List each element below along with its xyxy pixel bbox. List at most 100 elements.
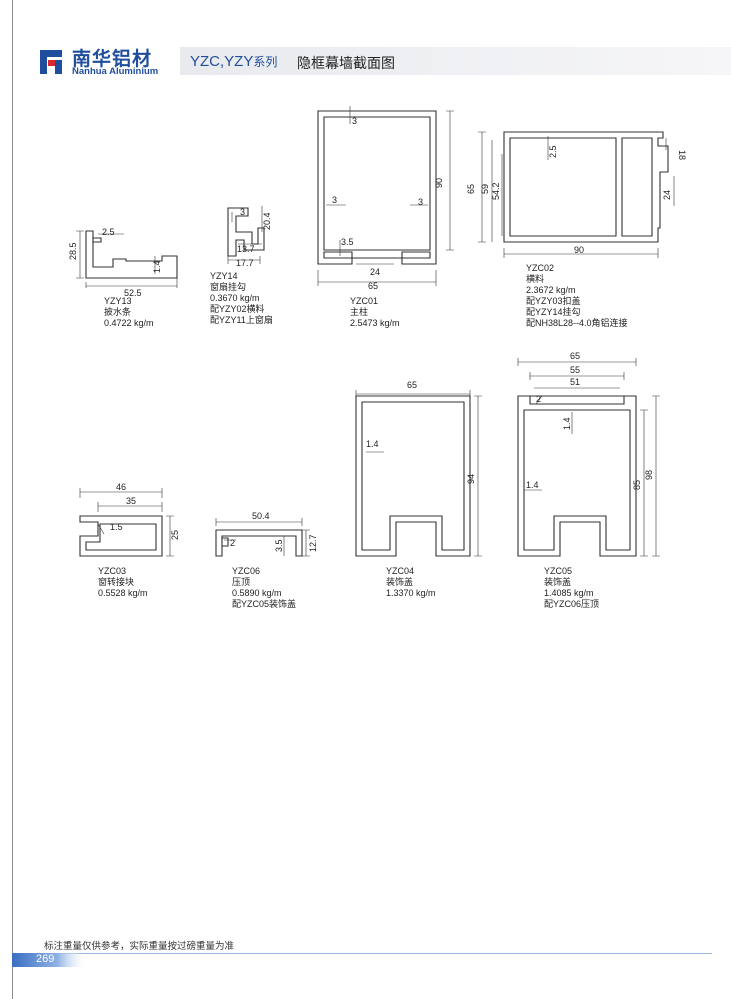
dim-yzc05-e: 1.4 — [562, 417, 572, 430]
dim-yzc02-f: 24 — [662, 190, 672, 200]
caption-yzc02: YZC02 横料 2.3672 kg/m 配YZY03扣盖 配YZY14挂勾 配… — [526, 263, 628, 329]
dim-yzc02-g: 90 — [574, 245, 584, 255]
brand-name-cn: 南华铝材 — [72, 49, 153, 70]
series-suffix: 系列 — [253, 55, 278, 69]
profile-weight: 0.4722 kg/m — [104, 318, 154, 328]
profile-note: 配YZY11上窗扇 — [210, 315, 273, 325]
dim-yzc02-e: 54.2 — [491, 182, 501, 200]
dim-yzc01-c: 3 — [332, 195, 337, 205]
profile-yzy13: 2.5 28.5 1.4 52.5 — [68, 227, 178, 298]
dim-yzc02-b: 18 — [677, 150, 687, 160]
profile-name: 窗转接块 — [98, 577, 135, 587]
profile-code: YZY14 — [210, 271, 238, 281]
dim-yzc06-a: 50.4 — [252, 511, 270, 521]
profile-yzc02: 2.5 18 65 59 54.2 24 90 — [466, 131, 687, 258]
profile-yzy14: 3 20.4 13.7 17.7 — [227, 206, 272, 268]
dim-yzc02-d: 59 — [480, 184, 490, 194]
footer-bar — [12, 953, 712, 967]
profile-code: YZC04 — [386, 566, 415, 576]
profile-name: 主柱 — [350, 307, 369, 317]
dim-yzc04-b: 1.4 — [366, 439, 379, 449]
profile-code: YZC05 — [544, 566, 573, 576]
series-label: YZC,YZY系列 — [190, 53, 277, 70]
profile-weight: 2.3672 kg/m — [526, 285, 576, 295]
dim-yzc01-d: 3 — [418, 197, 423, 207]
dim-yzc02-a: 2.5 — [548, 145, 558, 158]
caption-yzc05: YZC05 装饰盖 1.4085 kg/m 配YZC06压顶 — [544, 566, 599, 610]
page-number: 269 — [36, 953, 55, 965]
nanhua-logo-icon — [40, 50, 62, 74]
dim-yzy13-c: 1.4 — [152, 260, 162, 273]
profile-yzc03: 46 35 1.5 25 — [79, 482, 180, 557]
dim-yzc01-f: 24 — [370, 267, 380, 277]
profile-note: 配YZY14挂勾 — [526, 307, 581, 317]
dim-yzc01-g: 65 — [368, 281, 378, 291]
page-title: 隐框幕墙截面图 — [297, 55, 395, 71]
profile-note: 配NH38L28--4.0角铝连接 — [526, 318, 628, 328]
dim-yzc05-b: 55 — [570, 365, 580, 375]
profile-code: YZY13 — [104, 296, 132, 306]
caption-yzc03: YZC03 窗转接块 0.5528 kg/m — [98, 566, 148, 599]
profile-yzc01: 3 90 3 3 3.5 24 65 — [317, 106, 454, 291]
profile-yzc04: 65 1.4 94 — [355, 380, 482, 557]
profile-code: YZC01 — [350, 296, 379, 306]
header-band — [180, 47, 731, 75]
page-header: 南华铝材 Nanhua Aluminium YZC,YZY系列 隐框幕墙截面图 — [0, 42, 731, 78]
profile-weight: 0.5528 kg/m — [98, 588, 148, 598]
dim-yzc03-c: 1.5 — [110, 522, 123, 532]
profile-weight: 1.4085 kg/m — [544, 588, 594, 598]
profile-name: 压顶 — [232, 577, 251, 587]
dim-yzc05-d: 2 — [536, 394, 541, 404]
dim-yzc06-b: 2 — [230, 538, 235, 548]
profile-code: YZC03 — [98, 566, 127, 576]
caption-yzc04: YZC04 装饰盖 1.3370 kg/m — [386, 566, 436, 599]
series-codes: YZC,YZY — [190, 53, 254, 70]
profile-weight: 0.5890 kg/m — [232, 588, 282, 598]
profile-weight: 2.5473 kg/m — [350, 318, 400, 328]
dim-yzc01-e: 3.5 — [341, 237, 354, 247]
profile-name: 横料 — [526, 274, 545, 284]
profile-note: 配YZY03扣盖 — [526, 296, 581, 306]
dim-yzy13-d: 52.5 — [124, 288, 142, 298]
profile-name: 装饰盖 — [386, 577, 414, 587]
dim-yzy13-b: 28.5 — [68, 242, 78, 260]
dim-yzc06-c: 3.5 — [274, 539, 284, 552]
profile-note: 配YZC05装饰盖 — [232, 599, 297, 609]
caption-yzc01: YZC01 主柱 2.5473 kg/m — [350, 296, 400, 329]
dim-yzy14-b: 20.4 — [262, 212, 272, 230]
dim-yzy14-c: 13.7 — [237, 244, 255, 254]
dim-yzc03-b: 35 — [126, 496, 136, 506]
dim-yzc04-c: 94 — [466, 474, 476, 484]
dim-yzc05-a: 65 — [570, 351, 580, 361]
profile-name: 窗扇挂勾 — [210, 282, 247, 292]
caption-yzy14: YZY14 窗扇挂勾 0.3670 kg/m 配YZY02横料 配YZY11上窗… — [210, 271, 273, 326]
profile-weight: 1.3370 kg/m — [386, 588, 436, 598]
dim-yzc01-a: 3 — [352, 116, 357, 126]
profile-code: YZC06 — [232, 566, 261, 576]
profile-yzc05: 65 55 51 2 1.4 1.4 85 98 — [517, 351, 660, 557]
profile-note: 配YZC06压顶 — [544, 599, 600, 609]
caption-yzc06: YZC06 压顶 0.5890 kg/m 配YZC05装饰盖 — [232, 566, 296, 610]
dim-yzc05-h: 98 — [644, 470, 654, 480]
profile-name: 装饰盖 — [544, 577, 572, 587]
profile-yzc06: 50.4 2 3.5 12.7 — [215, 511, 318, 557]
dim-yzc05-c: 51 — [570, 377, 580, 387]
dim-yzc05-g: 85 — [632, 480, 642, 490]
left-margin-rule — [12, 0, 13, 999]
profile-weight: 0.3670 kg/m — [210, 293, 260, 303]
page-footer: 269 — [12, 949, 731, 969]
dim-yzc03-d: 25 — [170, 530, 180, 540]
dim-yzy14-d: 17.7 — [236, 258, 254, 268]
dim-yzy13-a: 2.5 — [102, 227, 115, 237]
profile-note: 配YZY02横料 — [210, 304, 265, 314]
dim-yzc05-f: 1.4 — [526, 480, 539, 490]
dim-yzy14-a: 3 — [240, 207, 245, 217]
dim-yzc04-a: 65 — [407, 380, 417, 390]
dim-yzc03-a: 46 — [116, 482, 126, 492]
brand-logo: 南华铝材 Nanhua Aluminium — [38, 46, 178, 77]
brand-name-en: Nanhua Aluminium — [72, 66, 159, 77]
dim-yzc06-d: 12.7 — [308, 534, 318, 552]
profile-name: 披水条 — [104, 307, 132, 317]
weight-disclaimer: 标注重量仅供参考，实际重量按过磅重量为准 — [44, 941, 235, 952]
